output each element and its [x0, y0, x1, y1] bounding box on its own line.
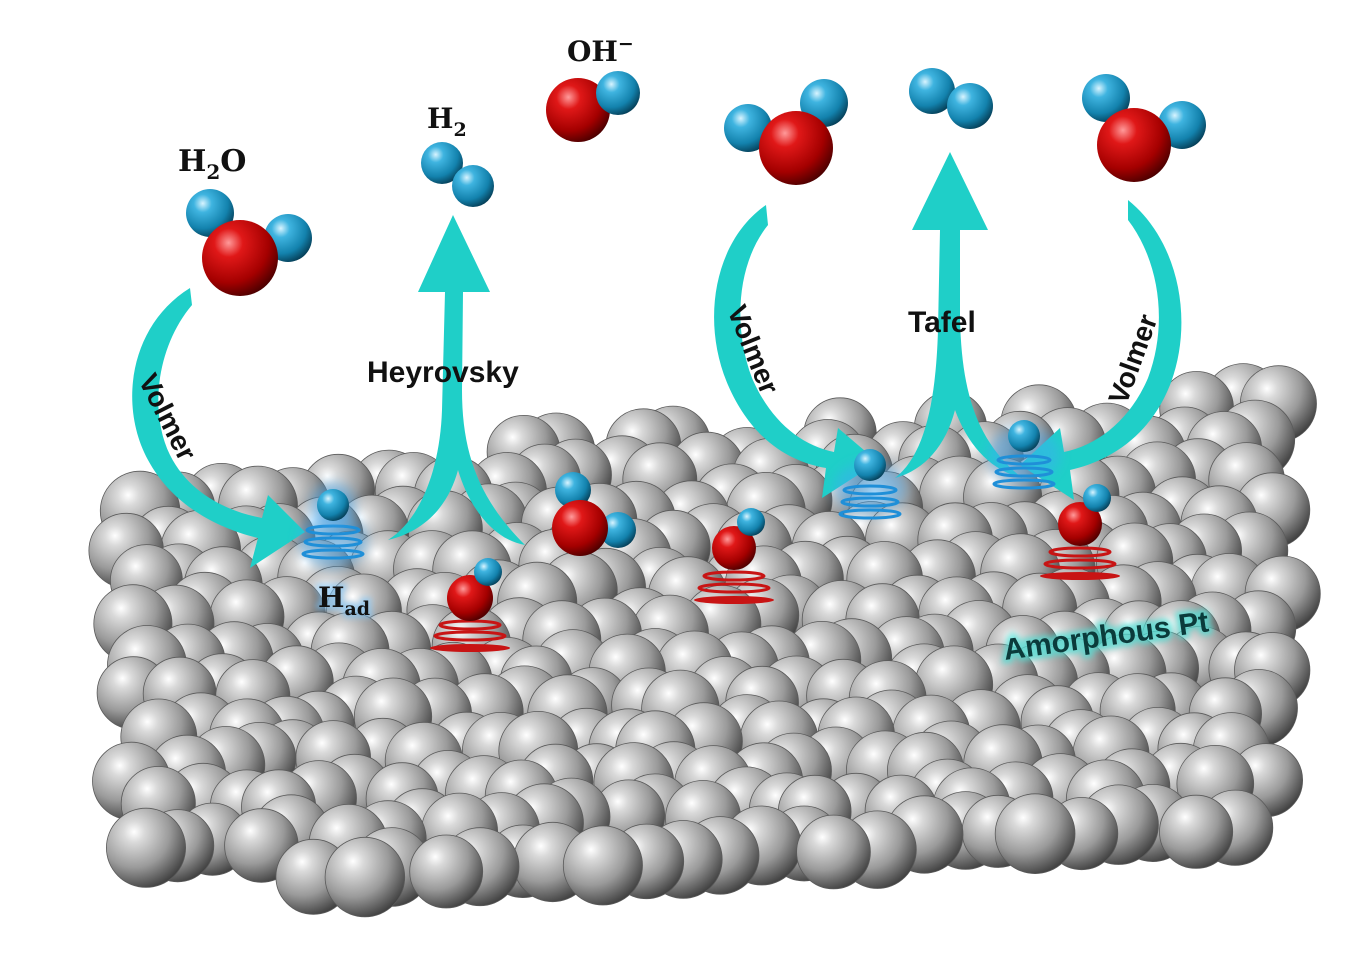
volmer-right-arrow — [1020, 200, 1182, 500]
adsorbed-h-right — [988, 420, 1060, 490]
h2o-molecule-left — [186, 189, 312, 296]
volmer-mid-arrow — [714, 205, 878, 498]
adsorbed-h-mid — [834, 449, 906, 520]
heyrovsky-arrow — [388, 215, 525, 545]
label-heyrovsky: Heyrovsky — [367, 356, 519, 389]
label-h2o: H2O — [178, 144, 246, 184]
pt-atom — [1159, 794, 1234, 869]
label-had-group: Had Had — [315, 578, 373, 623]
label-oh: OH− — [567, 33, 634, 68]
label-had: Had — [318, 581, 370, 620]
label-h2: H2 — [427, 102, 467, 141]
pt-atom — [409, 834, 484, 909]
h2o-molecule-mid — [724, 79, 848, 185]
adsorbed-h-left — [299, 483, 367, 568]
pt-atom — [994, 793, 1076, 874]
h2o-molecule-right — [1082, 74, 1206, 182]
tafel-arrow — [895, 152, 1022, 478]
adsorbed-oh-1 — [430, 558, 510, 652]
pt-atom — [106, 807, 186, 888]
adsorbed-oh-3 — [1040, 484, 1120, 580]
h2-molecule-left — [421, 142, 494, 207]
pt-atom — [796, 814, 871, 890]
adsorbed-h2o-center — [552, 472, 636, 556]
reaction-arrows — [132, 152, 1182, 568]
h2-molecule-right — [909, 68, 993, 129]
pt-atom — [562, 825, 643, 906]
oh-molecule — [546, 71, 640, 142]
adsorbed-oh-2 — [694, 508, 774, 604]
volmer-left-arrow — [132, 288, 305, 568]
svg-text:Had: Had — [318, 581, 370, 620]
label-tafel: Tafel — [908, 306, 976, 339]
pt-atom — [324, 836, 406, 918]
